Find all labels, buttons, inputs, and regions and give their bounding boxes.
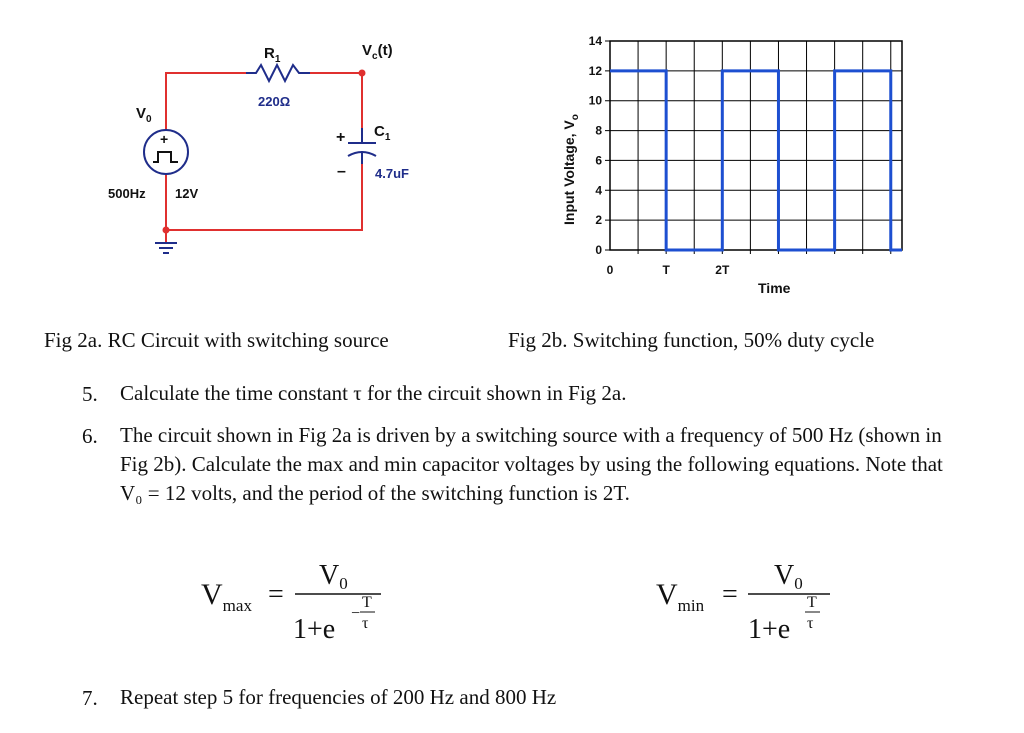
svg-text:V0: V0	[774, 560, 803, 593]
capacitor-name: C1	[374, 123, 391, 143]
svg-text:=: =	[268, 579, 284, 610]
source-name: V0	[136, 105, 152, 125]
ground-symbol	[155, 242, 177, 254]
svg-text:T: T	[807, 594, 817, 611]
capacitor-plus: +	[336, 129, 345, 146]
ground-node-dot	[162, 226, 170, 234]
square-wave-icon	[153, 151, 178, 163]
y-tick-label: 2	[595, 213, 602, 227]
question-5-number: 5.	[82, 382, 98, 406]
resistor-name: R1	[264, 45, 281, 65]
resistor-value: 220Ω	[258, 94, 290, 109]
capacitor-minus: –	[337, 163, 346, 180]
chart-grid	[605, 40, 903, 254]
y-axis-label: Input Voltage, Vo	[561, 114, 581, 225]
caption-fig-2b: Fig 2b. Switching function, 50% duty cyc…	[508, 328, 875, 352]
svg-text:Vmin: Vmin	[656, 578, 705, 615]
svg-text:V0: V0	[319, 560, 348, 593]
output-node-dot	[358, 69, 366, 77]
source-plus: +	[160, 131, 168, 147]
resistor-symbol	[246, 62, 310, 84]
x-axis-label: Time	[758, 280, 791, 296]
x-tick-label: T	[662, 263, 670, 277]
y-tick-label: 14	[589, 34, 603, 48]
question-7-text: Repeat step 5 for frequencies of 200 Hz …	[120, 685, 557, 709]
x-tick-label: 0	[607, 263, 614, 277]
y-tick-label: 6	[595, 153, 602, 167]
svg-text:Vmax: Vmax	[201, 578, 252, 615]
question-7-number: 7.	[82, 686, 98, 710]
y-tick-label: 4	[595, 183, 602, 197]
y-tick-label: 0	[595, 243, 602, 257]
capacitor-symbol	[347, 128, 377, 164]
vmin-equation: Vmin = V0 1+e T τ	[656, 560, 830, 645]
svg-text:T: T	[362, 594, 372, 611]
svg-text:−: −	[351, 605, 360, 622]
caption-fig-2a: Fig 2a. RC Circuit with switching source	[44, 328, 389, 352]
source-frequency: 500Hz	[108, 186, 146, 201]
x-tick-labels: 0 T 2T	[607, 263, 730, 277]
svg-text:τ: τ	[807, 615, 814, 632]
y-tick-label: 8	[595, 124, 602, 138]
svg-text:1+e: 1+e	[293, 614, 335, 645]
vmax-equation: Vmax = V0 1+e − T τ	[201, 560, 381, 645]
output-voltage-label: Vc(t)	[362, 42, 393, 62]
svg-text:=: =	[722, 579, 738, 610]
x-tick-label: 2T	[715, 263, 730, 277]
question-6-text: The circuit shown in Fig 2a is driven by…	[120, 423, 943, 505]
rc-circuit-diagram: R1 220Ω Vc(t) + – C1 4.7uF + V0 500Hz 12…	[108, 42, 409, 254]
question-6-number: 6.	[82, 424, 98, 448]
source-amplitude: 12V	[175, 186, 198, 201]
svg-text:1+e: 1+e	[748, 614, 790, 645]
svg-text:τ: τ	[362, 615, 369, 632]
y-tick-labels: 0 2 4 6 8 10 12 14	[589, 34, 603, 257]
series-line-input-voltage	[610, 69, 902, 252]
y-tick-label: 10	[589, 94, 603, 108]
question-5-text: Calculate the time constant τ for the ci…	[120, 381, 627, 405]
capacitor-value: 4.7uF	[375, 166, 409, 181]
y-tick-label: 12	[589, 64, 603, 78]
